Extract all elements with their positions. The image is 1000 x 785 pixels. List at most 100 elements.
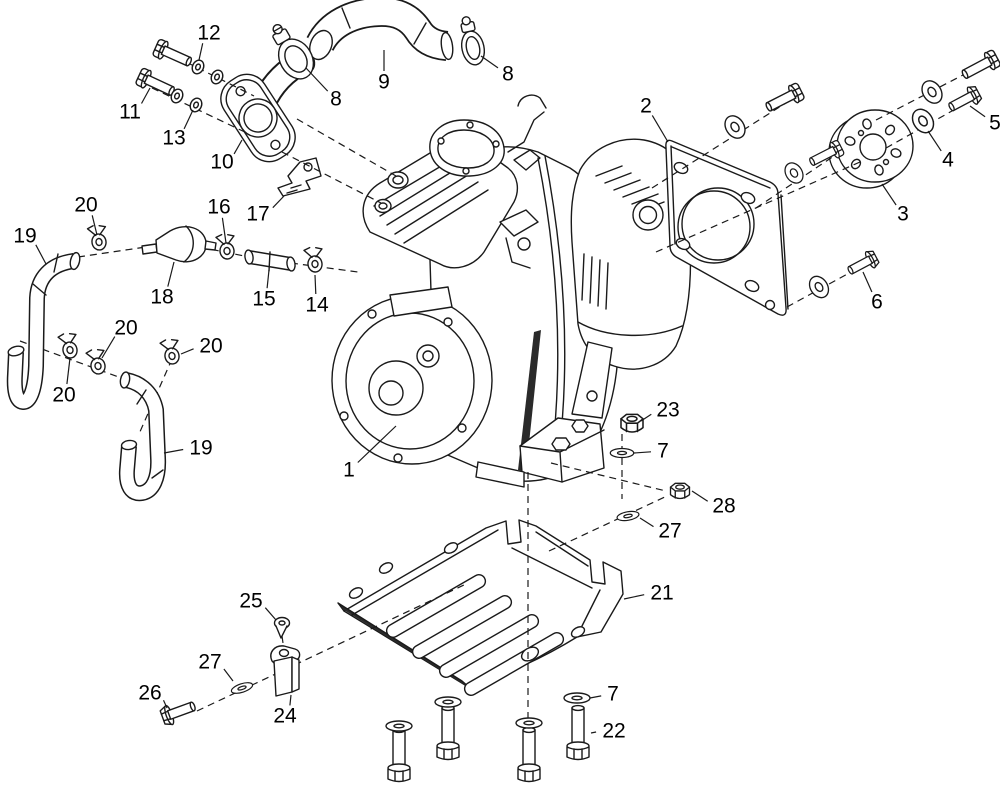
part-28-nut bbox=[669, 482, 691, 500]
callout-17: 17 bbox=[246, 203, 269, 226]
part-27-washer bbox=[229, 679, 255, 697]
part-16-clamp bbox=[215, 232, 238, 261]
leader-line-25 bbox=[264, 607, 277, 621]
leader-line-27 bbox=[639, 517, 654, 528]
part-22-bolt bbox=[517, 726, 541, 783]
callout-6: 6 bbox=[871, 291, 883, 314]
part-13-washer bbox=[208, 67, 226, 87]
callout-27: 27 bbox=[658, 520, 681, 543]
leader-line-20 bbox=[66, 357, 71, 385]
leader-line-19 bbox=[163, 448, 184, 454]
callout-9: 9 bbox=[378, 71, 390, 94]
part-24-mount bbox=[270, 645, 301, 697]
leader-line-7 bbox=[633, 451, 652, 454]
leader-line-20 bbox=[180, 348, 194, 355]
part-12-bolt bbox=[151, 37, 196, 72]
part-19-hose-upper bbox=[6, 251, 81, 410]
leader-line-27 bbox=[223, 668, 234, 682]
part-25-pin bbox=[273, 616, 291, 639]
part-22-bolt bbox=[436, 704, 460, 761]
part-15-hose-segment bbox=[244, 249, 296, 272]
leader-line-17 bbox=[272, 195, 285, 209]
leader-line-19 bbox=[35, 244, 47, 265]
callout-3: 3 bbox=[897, 203, 909, 226]
leader-line-2 bbox=[651, 115, 669, 143]
part-9-hose bbox=[306, 0, 454, 61]
leader-line-28 bbox=[691, 490, 709, 502]
callout-20: 20 bbox=[74, 194, 97, 217]
part-22-bolt bbox=[566, 704, 590, 761]
leader-line-18 bbox=[167, 261, 175, 287]
leader-line-12 bbox=[198, 43, 204, 61]
part-7-washer bbox=[385, 720, 413, 732]
leader-line-10 bbox=[233, 139, 243, 155]
leader-line-21 bbox=[623, 594, 645, 600]
callout-28: 28 bbox=[712, 495, 735, 518]
part-8-clamp-left bbox=[272, 23, 315, 80]
leader-line-11 bbox=[140, 87, 151, 104]
callout-10: 10 bbox=[210, 151, 233, 174]
leader-line-1 bbox=[357, 425, 397, 463]
part-17-bracket bbox=[277, 157, 322, 197]
part-19-hose-lower bbox=[118, 371, 167, 502]
plate-washer bbox=[720, 111, 750, 143]
callout-11: 11 bbox=[119, 101, 141, 124]
callout-20: 20 bbox=[114, 317, 137, 340]
callout-22: 22 bbox=[602, 720, 625, 743]
callout-19: 19 bbox=[13, 225, 36, 248]
callout-21: 21 bbox=[650, 582, 673, 605]
leader-line-5 bbox=[969, 105, 986, 118]
callout-15: 15 bbox=[252, 288, 275, 311]
leader-line-4 bbox=[927, 130, 942, 152]
part-5-bolt bbox=[958, 48, 1000, 85]
callout-8: 8 bbox=[502, 63, 514, 86]
part-26-bolt bbox=[158, 695, 199, 728]
leader-line-24 bbox=[289, 694, 292, 706]
part-22-bolt bbox=[387, 726, 411, 783]
callout-7: 7 bbox=[657, 440, 669, 463]
leader-line-7 bbox=[589, 695, 602, 699]
part-6-washer bbox=[804, 272, 834, 302]
part-8-clamp-right bbox=[460, 16, 486, 66]
part-4-washer bbox=[917, 76, 947, 108]
part-7-washer bbox=[515, 717, 543, 729]
callout-26: 26 bbox=[138, 682, 161, 705]
callout-2: 2 bbox=[640, 95, 652, 118]
part-6-bolt bbox=[844, 248, 881, 280]
part-1-engine bbox=[331, 94, 692, 488]
part-4-washer bbox=[907, 104, 939, 138]
callout-25: 25 bbox=[239, 590, 262, 613]
callout-27: 27 bbox=[198, 651, 221, 674]
callout-14: 14 bbox=[305, 294, 329, 317]
part-12-washer bbox=[189, 57, 207, 77]
callout-23: 23 bbox=[656, 399, 679, 422]
callout-24: 24 bbox=[273, 705, 297, 728]
part-7-washer bbox=[609, 447, 635, 459]
leader-line-22 bbox=[590, 731, 597, 734]
leader-line-16 bbox=[221, 217, 227, 244]
callout-1: 1 bbox=[343, 459, 355, 482]
part-18-fuel-filter bbox=[141, 225, 217, 263]
leader-line-26 bbox=[162, 700, 168, 709]
callout-19: 19 bbox=[189, 437, 212, 460]
part-14-clamp bbox=[303, 245, 326, 274]
plate-washer bbox=[780, 158, 808, 188]
callout-12: 12 bbox=[197, 22, 220, 45]
callout-8: 8 bbox=[330, 88, 342, 111]
leader-line-8 bbox=[305, 67, 329, 92]
part-20-clamp bbox=[86, 222, 110, 253]
leader-line-15 bbox=[266, 269, 270, 289]
part-7-washer bbox=[563, 692, 591, 704]
callout-7: 7 bbox=[607, 683, 619, 706]
callout-20: 20 bbox=[199, 335, 222, 358]
part-2-adapter-plate bbox=[665, 139, 789, 316]
callout-20: 20 bbox=[52, 384, 75, 407]
leader-line-23 bbox=[640, 413, 652, 422]
plate-bolt bbox=[762, 81, 806, 117]
leader-line-14 bbox=[314, 274, 317, 295]
leader-line-8 bbox=[480, 55, 499, 69]
callout-5: 5 bbox=[989, 112, 1000, 135]
part-23-nut bbox=[620, 413, 644, 433]
